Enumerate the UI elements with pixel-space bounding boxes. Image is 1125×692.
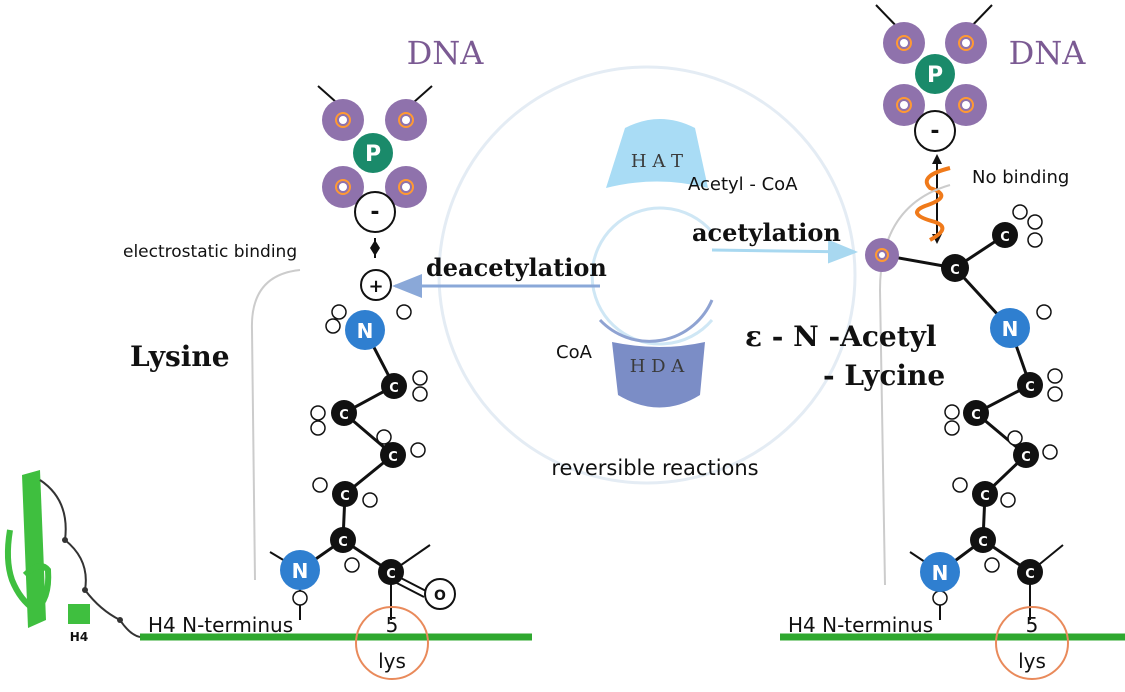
residue-number-left: 5 [386, 613, 399, 637]
oxygen-atom [322, 99, 364, 141]
carbon-label: C [1000, 230, 1010, 245]
h4-small-label: H4 [70, 630, 88, 644]
acetyl-coa-label: Acetyl - CoA [688, 174, 798, 195]
carbon-label: C [950, 263, 960, 278]
residue-number-right: 5 [1026, 613, 1039, 637]
phosphate-group-right: P - [875, 4, 993, 152]
hat-enzyme [606, 119, 708, 188]
nitrogen-atom-amide-right: N [990, 308, 1030, 348]
h4-n-terminus-label-left: H4 N-terminus [148, 613, 293, 637]
phosphate-group-left: P - [317, 85, 433, 233]
carbon-label: C [389, 381, 399, 396]
hydrogen-atoms-left [292, 304, 428, 606]
lys-highlight-ring-left [355, 606, 429, 680]
side-chain-bracket-right [878, 184, 951, 586]
carbon-label: C [388, 450, 398, 465]
no-binding-label: No binding [972, 167, 1069, 188]
carbon-label: C [1025, 380, 1035, 395]
oxygen-atom [385, 166, 427, 208]
reaction-cycle-outline [437, 65, 857, 485]
h4-n-terminus-label-right: H4 N-terminus [788, 613, 933, 637]
residue-name-right: lys [1018, 649, 1046, 673]
minus-label: - [930, 119, 939, 144]
deacetylation-label: deacetylation [426, 253, 607, 282]
negative-charge [914, 110, 956, 152]
carbon-label: C [1021, 450, 1031, 465]
hda-label: H D A [630, 356, 686, 377]
side-chain-bracket-left [250, 269, 301, 581]
histone-h4-illustration: H4 [4, 470, 141, 644]
oxygen-atom [945, 22, 987, 64]
carbon-label: C [971, 408, 981, 423]
oxygen-atom [883, 84, 925, 126]
reversible-reactions-label: reversible reactions [551, 456, 758, 480]
lysine-label: Lysine [130, 340, 230, 373]
phosphate-label: P [927, 63, 943, 88]
carbon-label: C [980, 489, 990, 504]
binding-diamond [370, 240, 380, 256]
hydrogen-atoms-right [932, 204, 1063, 606]
phosphate-atom [915, 54, 955, 94]
residue-name-left: lys [378, 649, 406, 673]
carbon-label: C [340, 489, 350, 504]
inner-cycle-dark [598, 299, 714, 343]
carbon-atoms-right: C C C C C C C C [941, 222, 1043, 585]
nitrogen-atom-backbone-left: N [280, 550, 320, 590]
carbon-label: C [1025, 567, 1035, 582]
electrostatic-binding-label: electrostatic binding [123, 242, 297, 262]
oxygen-atom [883, 22, 925, 64]
carbon-atoms-left: C C C C C C [330, 373, 407, 585]
carbon-label: C [978, 535, 988, 550]
positive-charge [360, 269, 392, 301]
acetyl-oxygen-atom [865, 238, 899, 272]
dna-label-left: DNA [407, 34, 485, 72]
hda-enzyme [612, 342, 705, 408]
carbon-label: C [386, 567, 396, 582]
nitrogen-atom-backbone-right: N [920, 552, 960, 592]
oxygen-atom [322, 166, 364, 208]
negative-charge [354, 191, 396, 233]
phosphate-atom [353, 133, 393, 173]
coa-label: CoA [556, 342, 593, 363]
nitrogen-label: N [932, 561, 949, 585]
nitrogen-label: N [357, 319, 374, 343]
lys-highlight-ring-right [995, 606, 1069, 680]
plus-label: + [368, 276, 383, 297]
no-binding-squiggle [915, 166, 951, 242]
nitrogen-label: N [1002, 317, 1019, 341]
acetyl-lysine-label-line2: - Lycine [823, 359, 945, 392]
acetylation-arrow [711, 239, 858, 264]
nitrogen-atom-amine-left: N [345, 310, 385, 350]
oxygen-label: O [434, 588, 446, 604]
oxygen-atom [385, 99, 427, 141]
acetylation-label: acetylation [692, 218, 841, 247]
minus-label: - [370, 200, 379, 225]
inner-cycle-light [590, 206, 714, 346]
carbonyl-oxygen-left: O [424, 578, 456, 610]
phosphate-label: P [365, 142, 381, 167]
acetyl-lysine-label-line1: ε - N -Acetyl [745, 320, 937, 353]
carbon-label: C [338, 535, 348, 550]
carbon-label: C [339, 408, 349, 423]
dna-label-right: DNA [1009, 34, 1087, 72]
oxygen-atom [945, 84, 987, 126]
hat-label: H A T [631, 151, 683, 172]
nitrogen-label: N [292, 559, 309, 583]
